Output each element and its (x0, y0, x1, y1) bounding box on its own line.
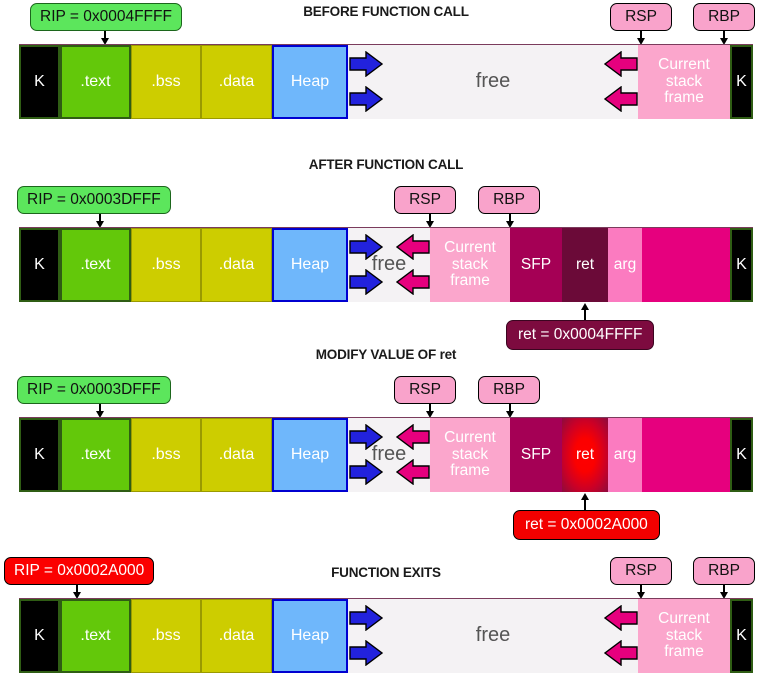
heap-growth-arrow-upper (349, 234, 383, 260)
rsp-callout: RSP (610, 557, 672, 585)
rsp-connector-arrow (425, 214, 435, 228)
memory-bar: K .text .bss .data Heap free Current sta… (19, 44, 753, 119)
segment-kernel-high: K (730, 228, 753, 302)
segment-kernel-low: K (19, 45, 60, 119)
rsp-connector-arrow (425, 404, 435, 418)
segment-bss: .bss (131, 418, 201, 492)
diagram-title: MODIFY VALUE OF ret (315, 347, 457, 362)
segment-data: .data (201, 418, 272, 492)
ret-annotation-connector-arrow (580, 303, 590, 322)
segment-heap: Heap (272, 45, 348, 119)
heap-growth-arrow-upper (349, 424, 383, 450)
segment-bss: .bss (131, 599, 201, 673)
rsp-connector-arrow (636, 585, 646, 599)
segment-heap: Heap (272, 418, 348, 492)
heap-growth-arrow-upper (349, 605, 383, 631)
diagram-title: FUNCTION EXITS (331, 565, 441, 580)
diagram-title: BEFORE FUNCTION CALL (303, 4, 469, 19)
heap-growth-arrow-lower (349, 640, 383, 666)
segment-kernel-low: K (19, 599, 60, 673)
segment-arg: arg (608, 228, 642, 302)
segment-data: .data (201, 45, 272, 119)
rsp-connector-arrow (636, 31, 646, 45)
segment-stack-remainder (642, 418, 730, 492)
rsp-callout: RSP (394, 376, 456, 404)
rip-callout: RIP = 0x0004FFFF (30, 3, 182, 31)
rbp-callout: RBP (478, 376, 540, 404)
segment-sfp: SFP (510, 228, 562, 302)
memory-bar: K .text .bss .data Heap free Current sta… (19, 227, 753, 302)
ret-annotation-connector-arrow (580, 493, 590, 512)
segment-current-stack-frame: Current stack frame (430, 228, 510, 302)
rip-connector-arrow (100, 31, 110, 45)
stack-growth-arrow-upper (396, 424, 430, 450)
diagram-after-function-call: AFTER FUNCTION CALL RIP = 0x0003DFFF RSP… (0, 155, 772, 350)
segment-text: .text (60, 228, 131, 302)
segment-data: .data (201, 228, 272, 302)
segment-free: free (348, 599, 638, 673)
diagram-function-exits: FUNCTION EXITS RIP = 0x0002A000 RSP RBP … (0, 555, 772, 673)
stack-growth-arrow-upper (396, 234, 430, 260)
rbp-connector-arrow (505, 404, 515, 418)
rbp-connector-arrow (505, 214, 515, 228)
rbp-callout: RBP (478, 186, 540, 214)
heap-growth-arrow-upper (349, 51, 383, 77)
rip-connector-arrow (72, 585, 82, 599)
stack-growth-arrow-lower (396, 269, 430, 295)
segment-arg: arg (608, 418, 642, 492)
segment-sfp: SFP (510, 418, 562, 492)
segment-kernel-low: K (19, 228, 60, 302)
rbp-connector-arrow (719, 31, 729, 45)
stack-growth-arrow-upper (604, 51, 638, 77)
memory-bar: K .text .bss .data Heap free Current sta… (19, 417, 753, 492)
diagram-title: AFTER FUNCTION CALL (308, 157, 464, 172)
memory-bar: K .text .bss .data Heap free Current sta… (19, 598, 753, 673)
rbp-connector-arrow (719, 585, 729, 599)
segment-current-stack-frame: Current stack frame (430, 418, 510, 492)
diagram-before-function-call: BEFORE FUNCTION CALL RIP = 0x0004FFFF RS… (0, 0, 772, 130)
heap-growth-arrow-lower (349, 459, 383, 485)
heap-growth-arrow-lower (349, 86, 383, 112)
stack-growth-arrow-lower (604, 640, 638, 666)
ret-value-annotation: ret = 0x0004FFFF (506, 320, 655, 350)
ret-value-annotation: ret = 0x0002A000 (513, 510, 660, 540)
rip-connector-arrow (95, 214, 105, 228)
segment-kernel-high: K (730, 45, 753, 119)
segment-current-stack-frame: Current stack frame (638, 599, 730, 673)
segment-ret: ret (562, 228, 608, 302)
segment-heap: Heap (272, 599, 348, 673)
stack-growth-arrow-lower (396, 459, 430, 485)
rsp-callout: RSP (610, 3, 672, 31)
rip-callout: RIP = 0x0003DFFF (17, 186, 171, 214)
segment-data: .data (201, 599, 272, 673)
segment-text: .text (60, 418, 131, 492)
segment-bss: .bss (131, 228, 201, 302)
rip-connector-arrow (95, 404, 105, 418)
segment-free: free (348, 45, 638, 119)
heap-growth-arrow-lower (349, 269, 383, 295)
rip-callout: RIP = 0x0003DFFF (17, 376, 171, 404)
segment-text: .text (60, 45, 131, 119)
segment-ret-highlighted: ret (562, 418, 608, 492)
segment-kernel-low: K (19, 418, 60, 492)
segment-kernel-high: K (730, 418, 753, 492)
stack-growth-arrow-upper (604, 605, 638, 631)
segment-kernel-high: K (730, 599, 753, 673)
segment-text: .text (60, 599, 131, 673)
segment-current-stack-frame: Current stack frame (638, 45, 730, 119)
segment-bss: .bss (131, 45, 201, 119)
segment-heap: Heap (272, 228, 348, 302)
rbp-callout: RBP (693, 557, 755, 585)
rip-callout: RIP = 0x0002A000 (4, 557, 155, 585)
rsp-callout: RSP (394, 186, 456, 214)
segment-stack-remainder (642, 228, 730, 302)
rbp-callout: RBP (693, 3, 755, 31)
stack-growth-arrow-lower (604, 86, 638, 112)
diagram-modify-value-of-ret: MODIFY VALUE OF ret RIP = 0x0003DFFF RSP… (0, 345, 772, 540)
